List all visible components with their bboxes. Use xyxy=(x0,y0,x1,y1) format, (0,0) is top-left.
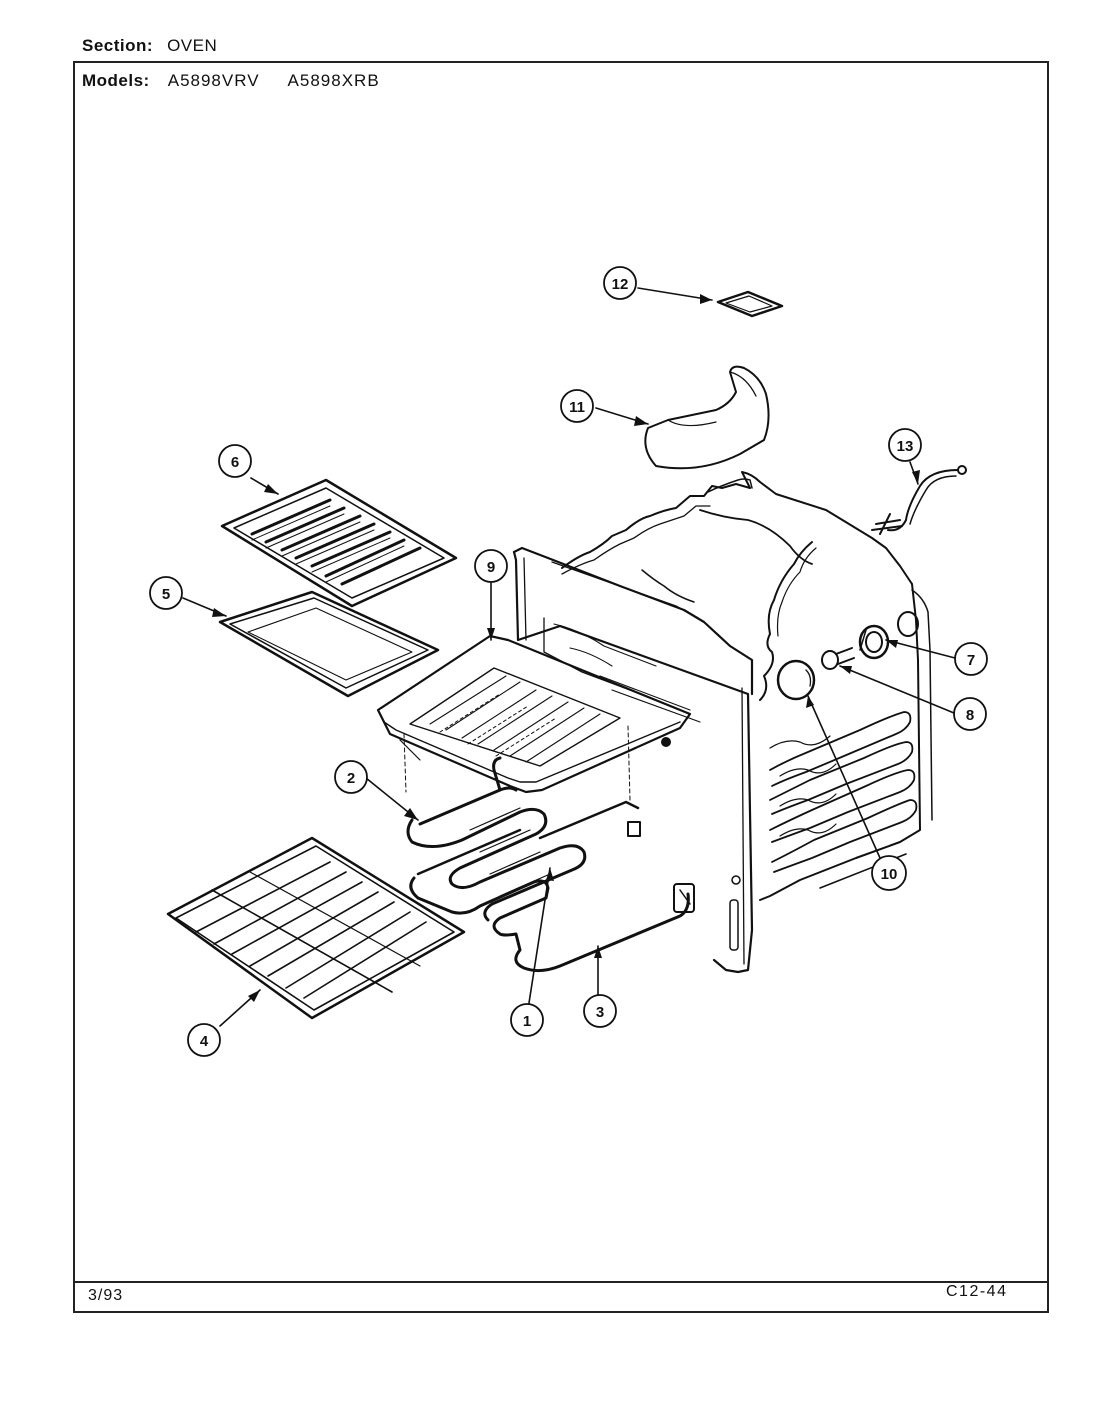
svg-text:7: 7 xyxy=(967,652,975,669)
callout-11: 11 xyxy=(560,389,594,423)
svg-text:3: 3 xyxy=(596,1004,604,1021)
svg-text:11: 11 xyxy=(569,399,585,416)
part-11-cover xyxy=(644,365,770,470)
part-10-lamp-cover xyxy=(776,659,816,701)
section-label: Section: xyxy=(82,36,154,55)
model-1: A5898VRV xyxy=(167,71,260,90)
diagram-frame xyxy=(73,61,1049,1313)
section-value: OVEN xyxy=(167,36,218,55)
svg-text:4: 4 xyxy=(200,1033,209,1050)
callout-4: 4 xyxy=(187,1023,221,1057)
callout-3: 3 xyxy=(583,994,617,1028)
footer-rule xyxy=(73,1281,1049,1283)
models-heading: Models: A5898VRV A5898XRB xyxy=(82,71,380,91)
svg-text:13: 13 xyxy=(897,438,914,455)
element-cover xyxy=(376,634,692,801)
callout-bubbles: 12 11 13 6 5 9 7 8 xyxy=(149,266,988,1057)
svg-text:10: 10 xyxy=(881,866,898,883)
section-heading: Section: OVEN xyxy=(82,36,217,56)
part-7-lamp-socket xyxy=(858,624,890,660)
part-8-lamp-bulb xyxy=(821,647,855,670)
part-3-bake-element xyxy=(409,828,695,973)
svg-text:9: 9 xyxy=(487,559,495,576)
part-5-broil-pan xyxy=(218,590,440,698)
callout-10: 10 xyxy=(871,855,907,891)
svg-text:5: 5 xyxy=(162,586,170,603)
svg-text:8: 8 xyxy=(966,707,974,724)
part-4-oven-rack xyxy=(166,836,466,1020)
svg-text:2: 2 xyxy=(347,770,355,787)
callout-1: 1 xyxy=(510,1003,544,1037)
svg-text:1: 1 xyxy=(523,1013,531,1030)
part-13-wire xyxy=(871,465,967,535)
callout-8: 8 xyxy=(953,697,987,731)
leader-arrowheads xyxy=(212,294,920,1002)
callout-7: 7 xyxy=(954,642,988,676)
model-2: A5898XRB xyxy=(287,71,380,90)
svg-text:6: 6 xyxy=(231,454,239,471)
callout-13: 13 xyxy=(888,428,922,462)
part-2-upper-element xyxy=(406,756,641,922)
part-12-bracket xyxy=(716,290,784,318)
callout-2: 2 xyxy=(334,760,368,794)
callout-5: 5 xyxy=(149,576,183,610)
callout-6: 6 xyxy=(218,444,252,478)
footer-code: C12-44 xyxy=(946,1283,1008,1300)
callout-9: 9 xyxy=(474,549,508,583)
part-9-front-frame xyxy=(512,546,754,974)
footer-date: 3/93 xyxy=(88,1287,124,1304)
part-6-broil-grid xyxy=(220,478,458,608)
svg-text:12: 12 xyxy=(612,276,629,293)
callout-12: 12 xyxy=(603,266,637,300)
models-label: Models: xyxy=(82,71,150,90)
oven-body xyxy=(561,471,933,901)
